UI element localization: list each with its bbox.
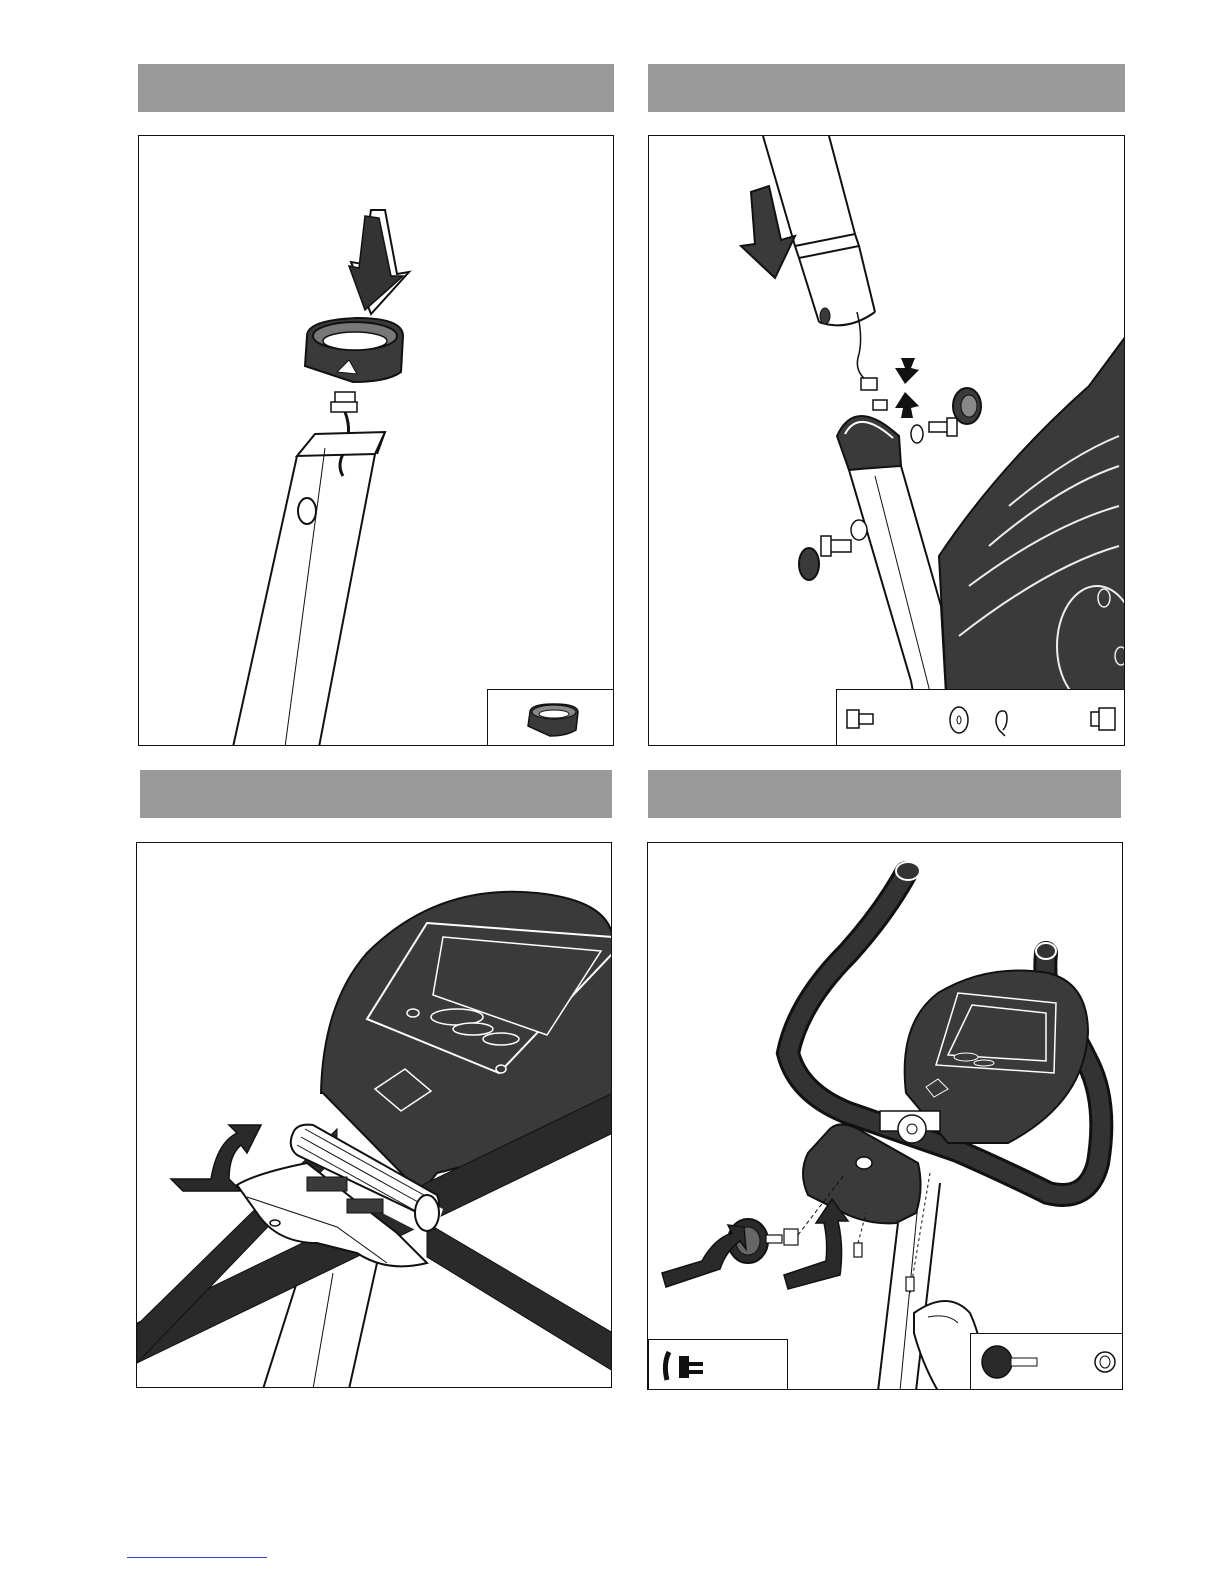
squeeze-arrows-icon <box>895 358 919 418</box>
spacer-icon <box>1095 1352 1115 1372</box>
step-3-panel <box>136 842 612 1388</box>
post-cap-part-icon <box>488 690 614 746</box>
step-1-header <box>138 64 614 112</box>
step-2-parts-box <box>836 689 1125 746</box>
down-arrow-icon <box>741 186 795 278</box>
handlebar-clamp-illustration <box>137 843 612 1388</box>
allen-key-icon <box>649 1340 789 1390</box>
step-4-panel <box>647 842 1123 1390</box>
step-4-header <box>648 770 1121 818</box>
footer-rule <box>127 1557 267 1558</box>
post-cap-icon <box>305 318 403 382</box>
handlebar-cover-illustration <box>648 843 1123 1390</box>
step-2-panel <box>648 135 1125 746</box>
seat-post-cap-illustration <box>139 136 614 746</box>
nut-icon <box>1091 708 1115 730</box>
bolt-icon <box>847 710 873 728</box>
spring-washer-icon <box>996 711 1007 736</box>
down-arrow-icon <box>349 210 409 314</box>
handlebar-post-illustration <box>649 136 1125 746</box>
step-4-parts-icons <box>971 1334 1123 1390</box>
step-1-panel <box>138 135 614 746</box>
cable-connector-icon <box>861 378 877 390</box>
handlebar-right-band <box>427 1223 612 1371</box>
right-fastener-set <box>911 388 981 443</box>
seat-post-tube <box>233 432 385 746</box>
step-1-parts-box <box>487 689 614 746</box>
sensor-cable <box>857 312 869 382</box>
step-2-header <box>648 64 1125 112</box>
step-4-parts-box <box>970 1333 1123 1390</box>
washer-icon <box>950 707 968 733</box>
step-2-parts-icons <box>837 690 1125 746</box>
cover-screws <box>854 1213 914 1291</box>
step-3-header <box>140 770 612 818</box>
knob-screw-icon <box>982 1346 1037 1378</box>
left-fastener-set <box>799 520 867 580</box>
step-4-tool-box <box>648 1339 788 1390</box>
